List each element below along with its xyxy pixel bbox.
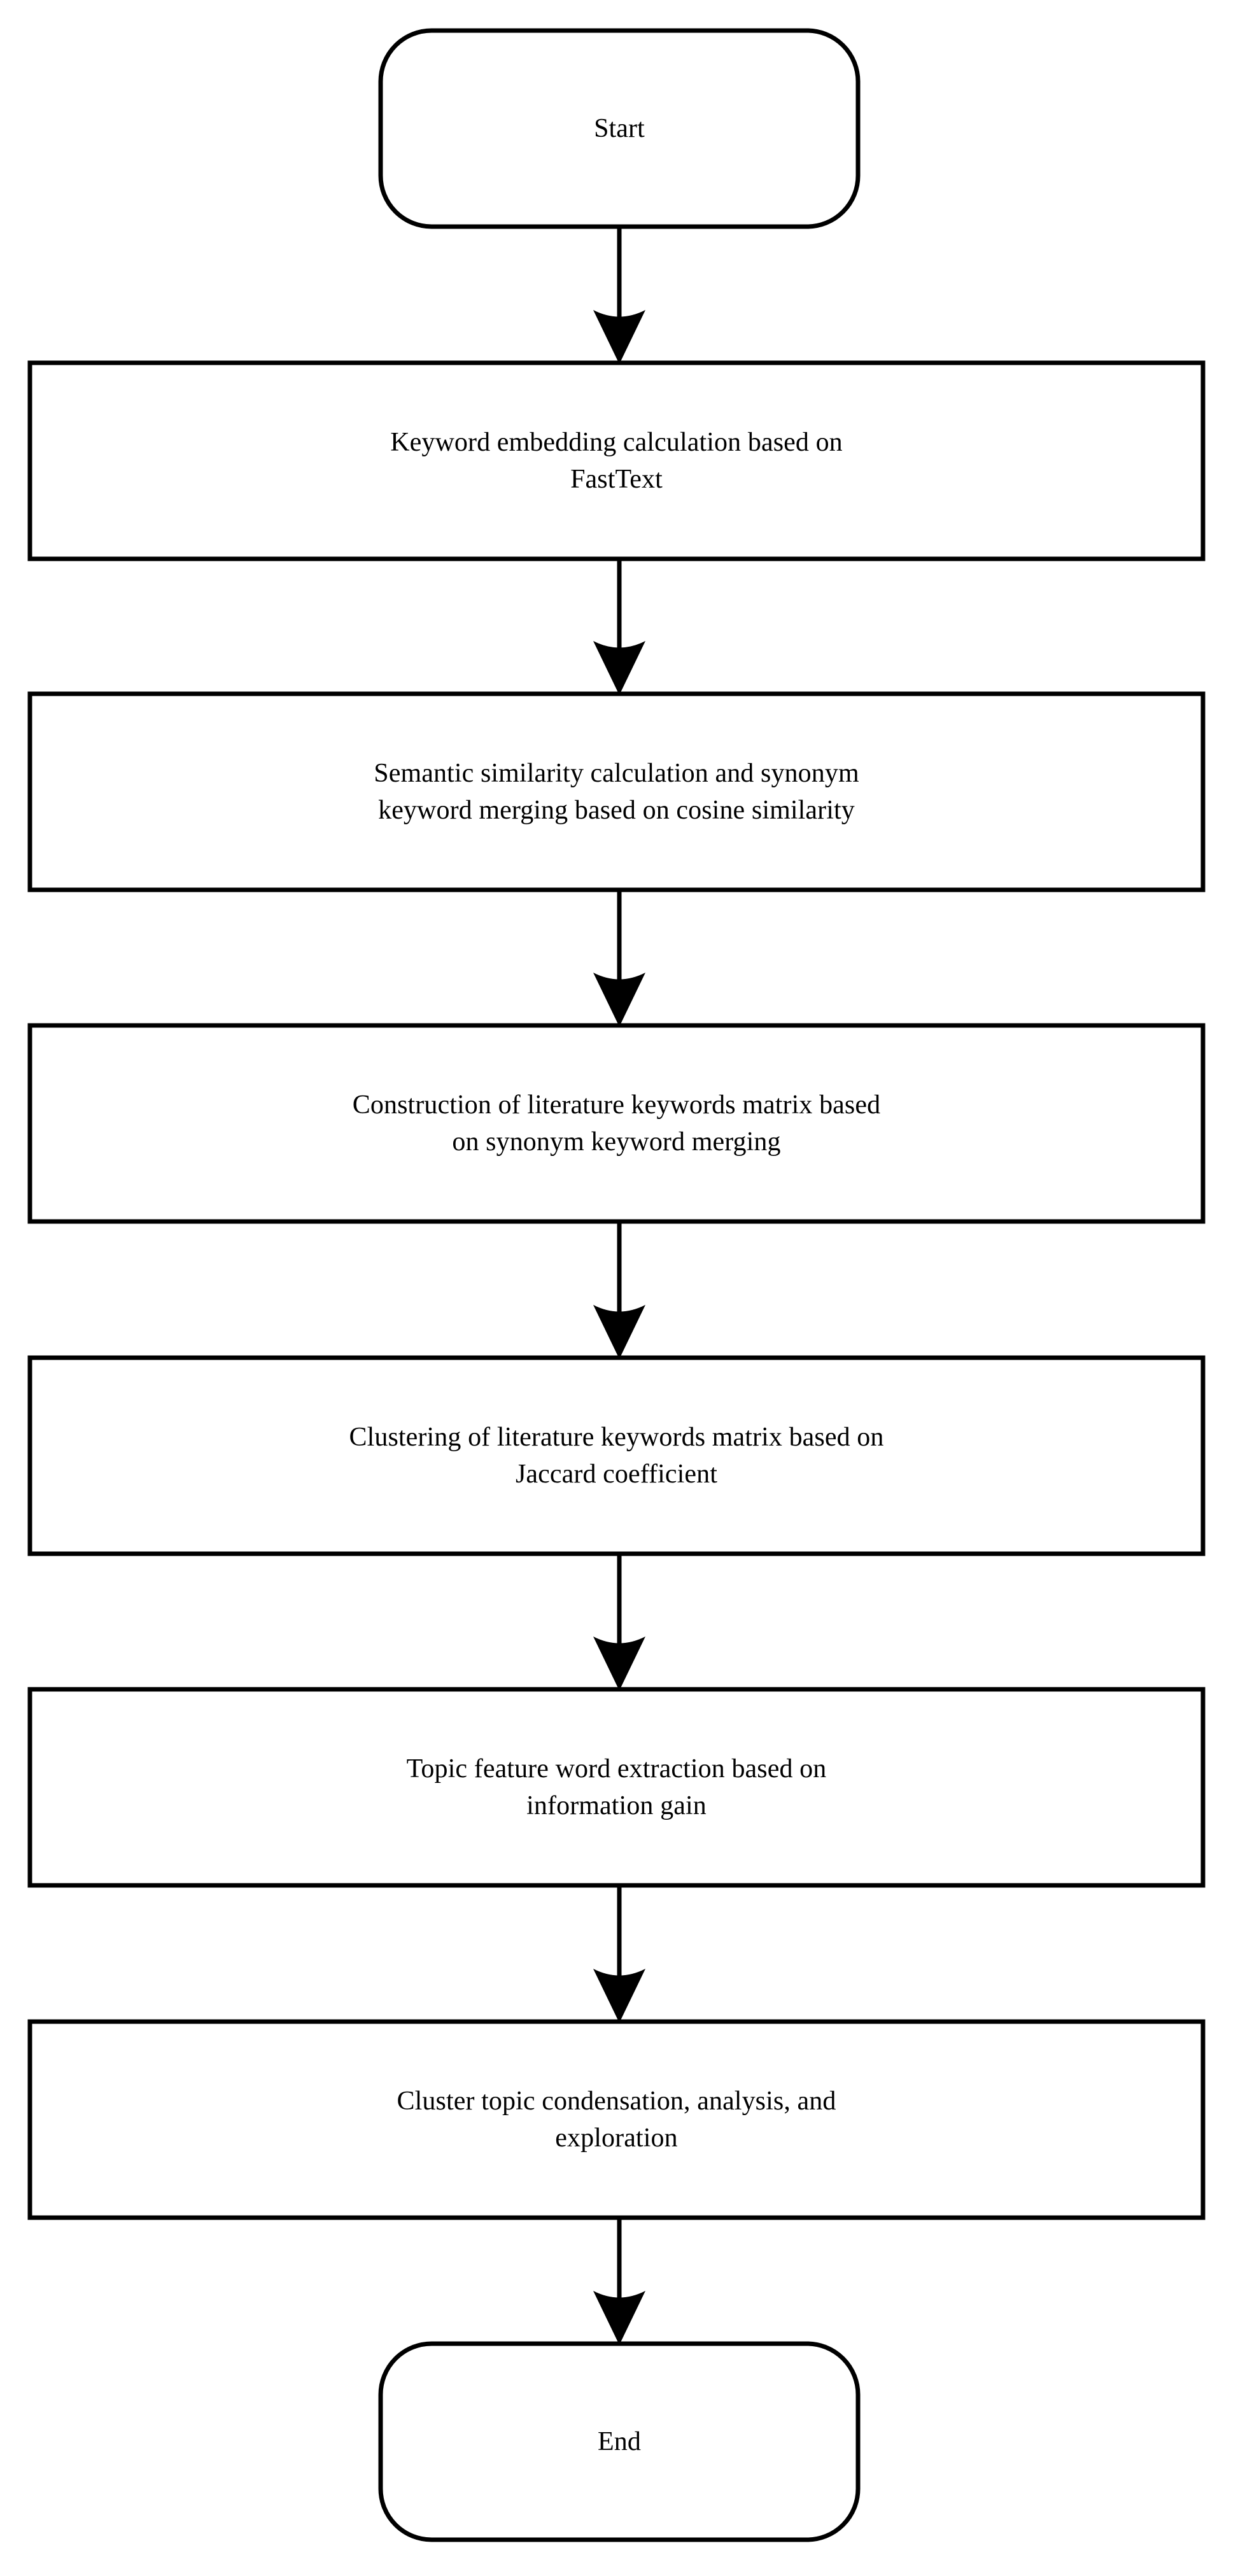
connector-step4-to-step5 <box>593 1554 645 1691</box>
node-end[interactable] <box>381 2344 858 2540</box>
connectors-group <box>593 227 645 2345</box>
node-step3[interactable] <box>30 1025 1203 1221</box>
node-step6[interactable] <box>30 2022 1203 2218</box>
arrowhead-icon <box>593 1305 645 1359</box>
node-step5[interactable] <box>30 1689 1203 1885</box>
connector-start-to-step1 <box>593 227 645 364</box>
connector-step2-to-step3 <box>593 890 645 1027</box>
node-shape-step5[interactable] <box>27 1687 1206 1888</box>
node-step1[interactable] <box>30 363 1203 559</box>
node-shape-step2[interactable] <box>27 691 1206 892</box>
connector-step5-to-step6 <box>593 1885 645 2023</box>
arrowhead-icon <box>593 973 645 1027</box>
connector-step3-to-step4 <box>593 1221 645 1359</box>
node-shape-step3[interactable] <box>27 1023 1206 1224</box>
arrowhead-icon <box>593 2291 645 2345</box>
node-shape-step6[interactable] <box>27 2019 1206 2220</box>
arrowhead-icon <box>593 1969 645 2023</box>
node-step2[interactable] <box>30 694 1203 890</box>
connector-step6-to-end <box>593 2218 645 2345</box>
arrowhead-icon <box>593 1636 645 1691</box>
node-step4[interactable] <box>30 1358 1203 1554</box>
arrowhead-icon <box>593 641 645 695</box>
arrowhead-icon <box>593 310 645 364</box>
node-shape-start[interactable] <box>378 28 861 229</box>
node-shape-step1[interactable] <box>27 360 1206 561</box>
node-shape-step4[interactable] <box>27 1355 1206 1556</box>
node-start[interactable] <box>381 31 858 227</box>
connector-step1-to-step2 <box>593 559 645 695</box>
nodes-group <box>27 28 1206 2542</box>
node-shape-end[interactable] <box>378 2341 861 2542</box>
